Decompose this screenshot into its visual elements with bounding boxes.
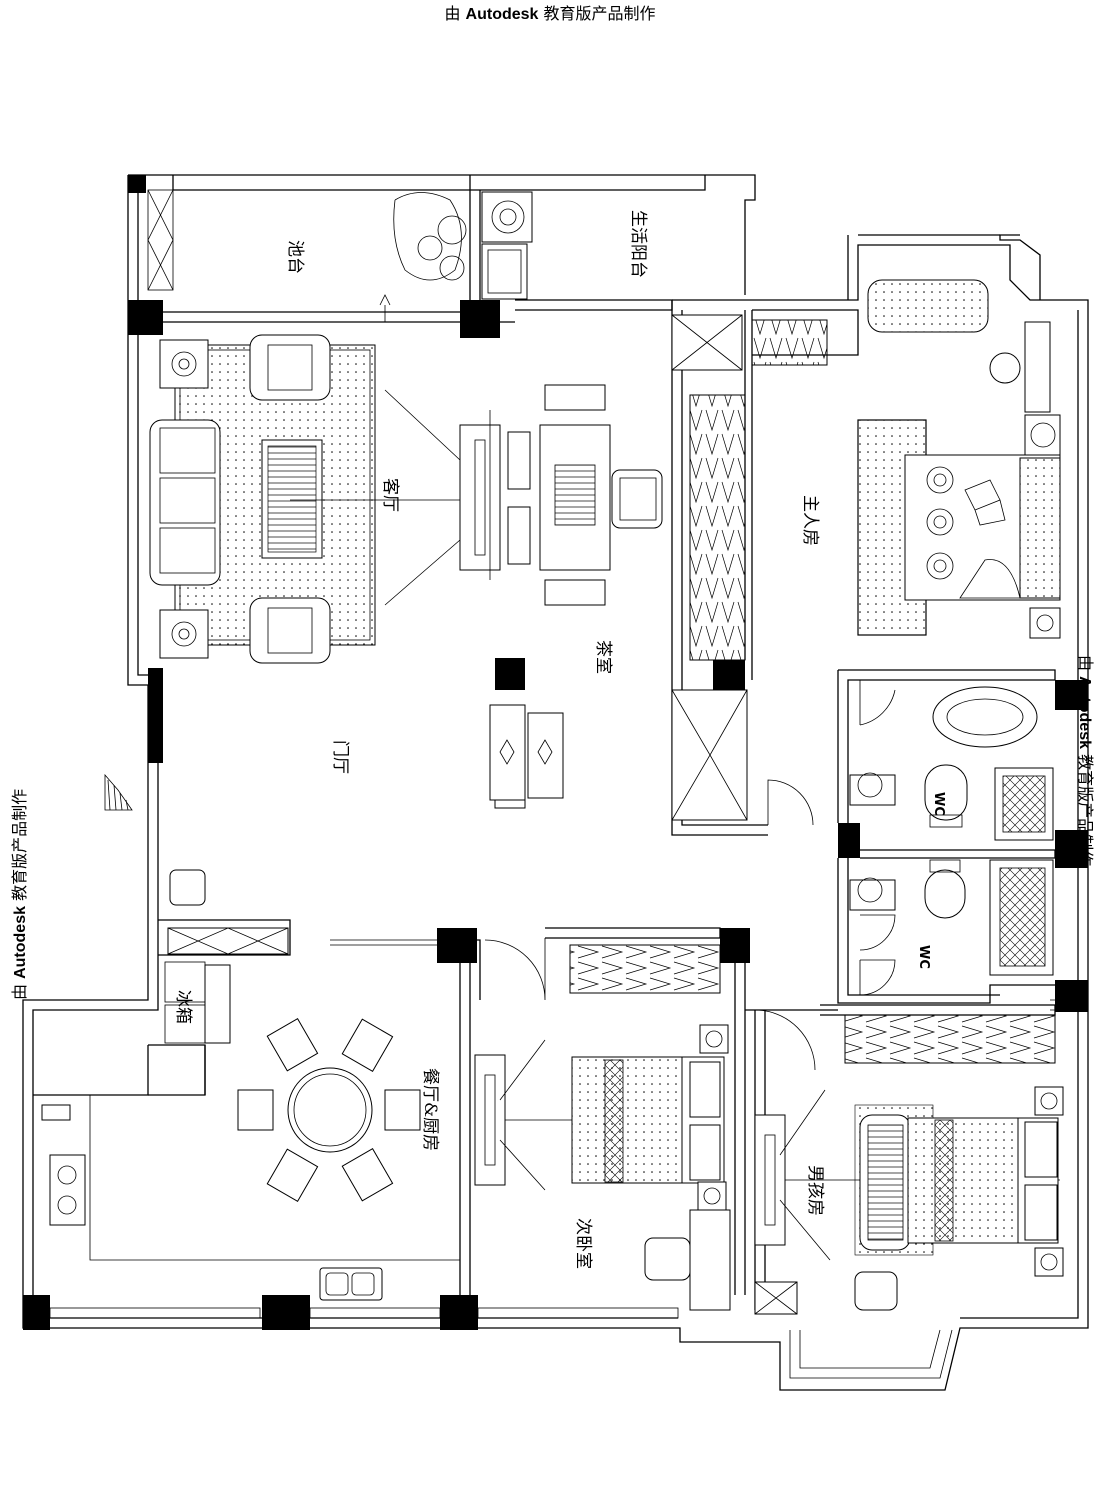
doors [330,294,896,1071]
second-bedroom-furniture [474,944,731,1311]
boys-room-furniture [754,1014,1064,1315]
label-living-room: 客厅 [380,478,400,512]
room-labels: 池台 生活阳台 客厅 茶室 门厅 主人房 WC WC 冰箱 餐厅&厨房 次卧室 … [173,210,946,1269]
tea-room-furniture [489,384,663,809]
label-master-bedroom: 主人房 [800,495,820,546]
living-room-furniture [149,334,501,664]
label-foyer: 门厅 [330,740,350,774]
wc-2-fixtures [849,859,1054,976]
balcony-plants [393,192,467,281]
label-wc-2: WC [916,945,931,969]
wc-1-fixtures [849,686,1054,841]
entrance-arrow [104,773,133,811]
dining-kitchen-furniture [41,869,421,1301]
utility-balcony-fixtures [481,191,533,300]
master-bedroom-furniture [671,279,1061,821]
autodesk-watermark-top: 由 Autodesk 教育版产品制作 [444,4,656,23]
interior-walls [33,175,1056,1310]
label-tea-room: 茶室 [593,640,613,674]
label-fridge: 冰箱 [173,990,193,1024]
structural-columns [23,175,1088,1330]
label-second-bedroom: 次卧室 [573,1218,593,1269]
label-dining-kitchen: 餐厅&厨房 [420,1068,440,1151]
label-utility-balcony: 生活阳台 [628,210,648,278]
label-wc-1: WC [931,792,946,816]
outer-walls [22,174,1089,1391]
label-boys-room: 男孩房 [805,1165,825,1216]
label-chitai: 池台 [285,240,305,274]
